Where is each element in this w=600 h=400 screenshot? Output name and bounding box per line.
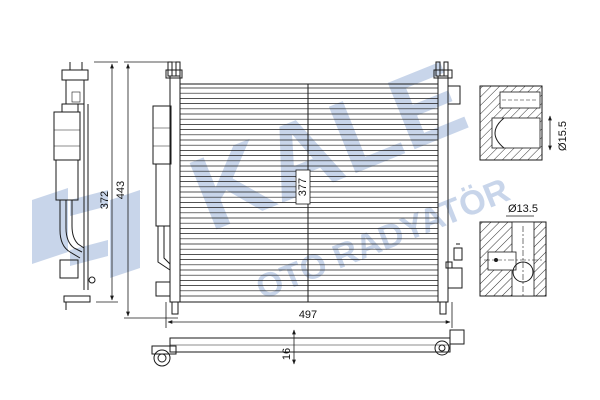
overall-width-dimension: 497 xyxy=(165,302,453,328)
port-lower-diameter: Ø13.5 xyxy=(508,203,538,215)
bottom-view: 16 xyxy=(151,329,465,367)
overall-height-label: 443 xyxy=(115,181,127,199)
port-detail-upper: Ø15.5 xyxy=(479,85,569,161)
port-upper-diameter: Ø15.5 xyxy=(557,121,569,151)
watermark: KALE OTO RADYATÖR xyxy=(32,40,515,307)
drier-height-label: 372 xyxy=(99,191,111,209)
thickness-label: 16 xyxy=(281,348,293,360)
receiver-drier xyxy=(53,62,96,310)
watermark-logo-shape xyxy=(32,188,140,278)
core-height-label: 377 xyxy=(297,178,309,196)
core-height-dimension: 377 xyxy=(295,169,311,205)
drier-height-dimension: 372 xyxy=(94,61,118,303)
overall-width-label: 497 xyxy=(299,309,317,321)
port-detail-lower: Ø13.5 xyxy=(479,203,547,297)
overall-height-dimension: 443 xyxy=(115,61,178,319)
